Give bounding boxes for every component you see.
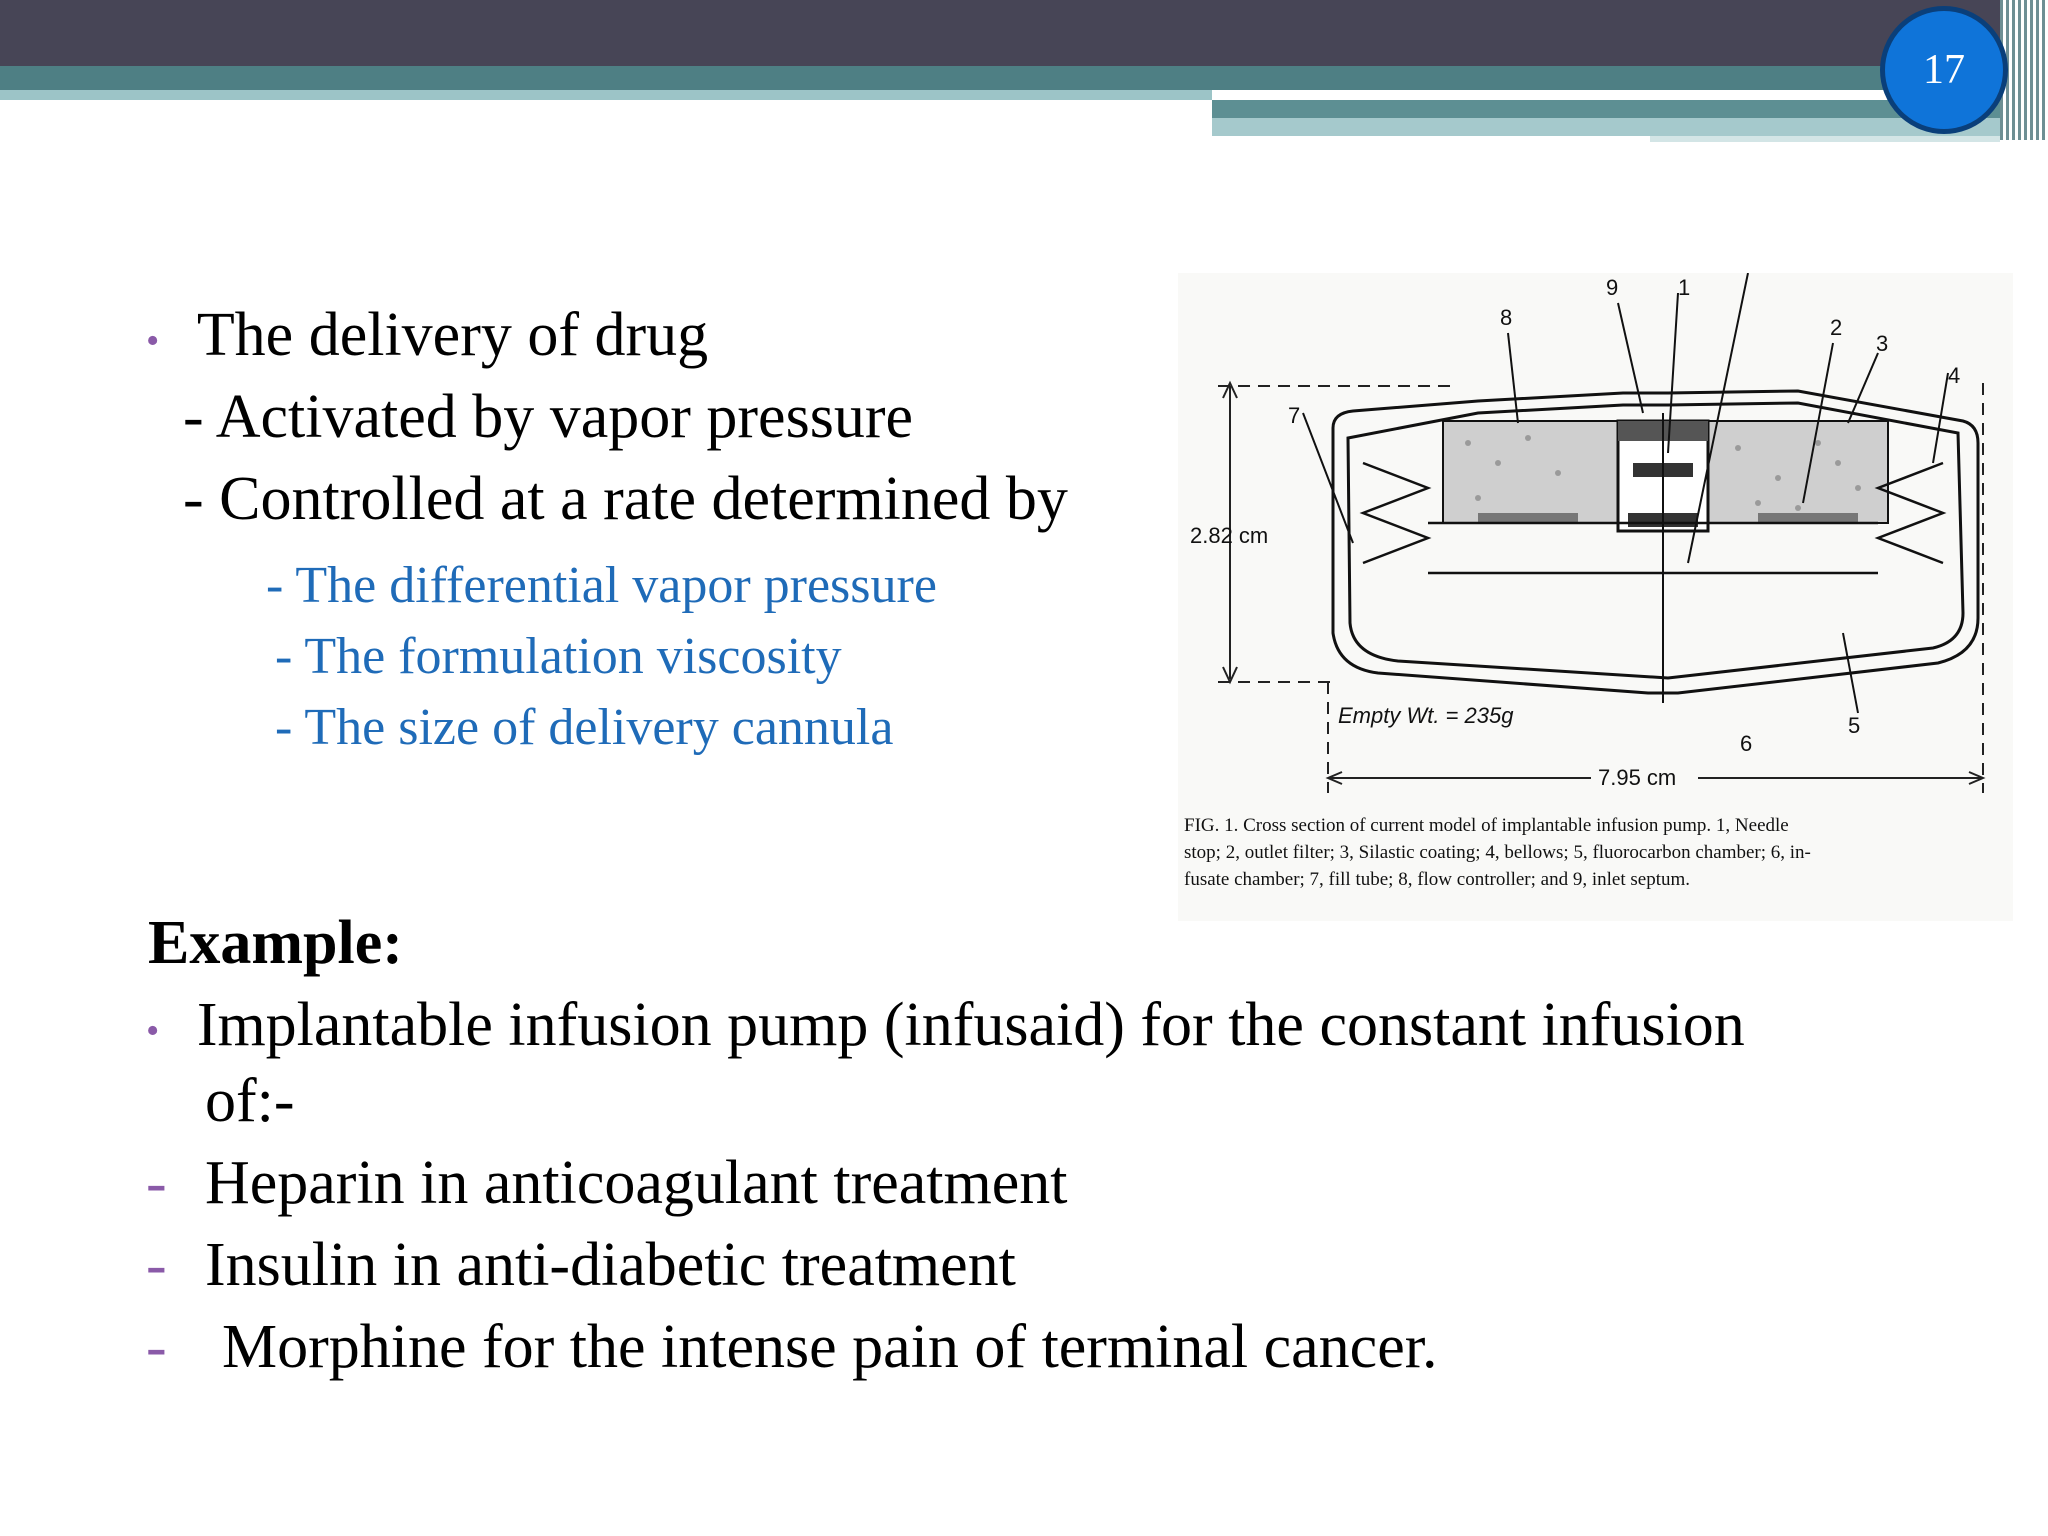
header-edge-lines: [2000, 0, 2048, 140]
bullet-glyph: •: [146, 319, 160, 362]
caption-line: stop; 2, outlet filter; 3, Silastic coat…: [1184, 842, 1811, 863]
callout-7: 7: [1288, 403, 1300, 428]
header-bar-light-right: [1212, 118, 2000, 136]
header-bar-dark: [0, 0, 2000, 66]
callout-9: 9: [1606, 275, 1618, 300]
sub-item-controlled: - Controlled at a rate determined by: [183, 465, 1068, 533]
sub-sub-item-cannula: - The size of delivery cannula: [275, 699, 894, 756]
callout-4: 4: [1948, 363, 1960, 388]
example-bullet-continuation: of:-: [205, 1067, 295, 1135]
callout-5: 5: [1848, 713, 1860, 738]
bullet-text: The delivery of drug: [196, 301, 709, 369]
example-bullet-text: Implantable infusion pump (infusaid) for…: [196, 991, 1745, 1059]
example-item-insulin: - Insulin in anti-diabetic treatment: [146, 1230, 1016, 1301]
dash-glyph: -: [146, 1313, 167, 1381]
example-item-morphine: - Morphine for the intense pain of termi…: [146, 1312, 1437, 1383]
example-bullet: • Implantable infusion pump (infusaid) f…: [146, 990, 1745, 1061]
caption-line: FIG. 1. Cross section of current model o…: [1184, 815, 1789, 836]
sub-sub-item-differential: - The differential vapor pressure: [266, 557, 937, 614]
callout-6: 6: [1740, 731, 1752, 756]
callout-8: 8: [1500, 305, 1512, 330]
page-number: 17: [1923, 47, 1965, 93]
example-item-heparin: - Heparin in anticoagulant treatment: [146, 1148, 1068, 1219]
item-text: Insulin in anti-diabetic treatment: [205, 1231, 1016, 1299]
header-bar-faint-right: [1650, 136, 2000, 142]
width-dimension-label: 7.95 cm: [1598, 765, 1676, 790]
item-text: Morphine for the intense pain of termina…: [222, 1313, 1438, 1381]
callout-2: 2: [1830, 315, 1842, 340]
page-number-badge: 17: [1880, 6, 2008, 134]
bullet-glyph: •: [146, 1009, 160, 1052]
item-text: Heparin in anticoagulant treatment: [205, 1149, 1068, 1217]
callout-3: 3: [1876, 331, 1888, 356]
header-bar-light: [0, 90, 1212, 100]
sub-sub-item-viscosity: - The formulation viscosity: [275, 628, 842, 685]
empty-weight-label: Empty Wt. = 235g: [1338, 703, 1514, 728]
header-bar-teal: [0, 66, 2000, 90]
example-heading: Example:: [148, 909, 403, 977]
dash-glyph: -: [146, 1231, 167, 1299]
bullet-delivery: • The delivery of drug: [146, 300, 708, 371]
caption-line: fusate chamber; 7, fill tube; 8, flow co…: [1184, 869, 1691, 890]
callout-1: 1: [1678, 275, 1690, 300]
header-bar-teal-right: [1212, 100, 2000, 118]
height-dimension-label: 2.82 cm: [1190, 523, 1268, 548]
figure-caption: FIG. 1. Cross section of current model o…: [1184, 812, 1984, 893]
dash-glyph: -: [146, 1149, 167, 1217]
pump-figure: 8 9 1 2 3 4 7 6 5 2.82 cm Empty Wt. = 23…: [1178, 272, 2013, 921]
pump-cross-section-diagram: 8 9 1 2 3 4 7 6 5 2.82 cm Empty Wt. = 23…: [1190, 272, 1986, 793]
sub-item-vapor: - Activated by vapor pressure: [183, 383, 913, 451]
